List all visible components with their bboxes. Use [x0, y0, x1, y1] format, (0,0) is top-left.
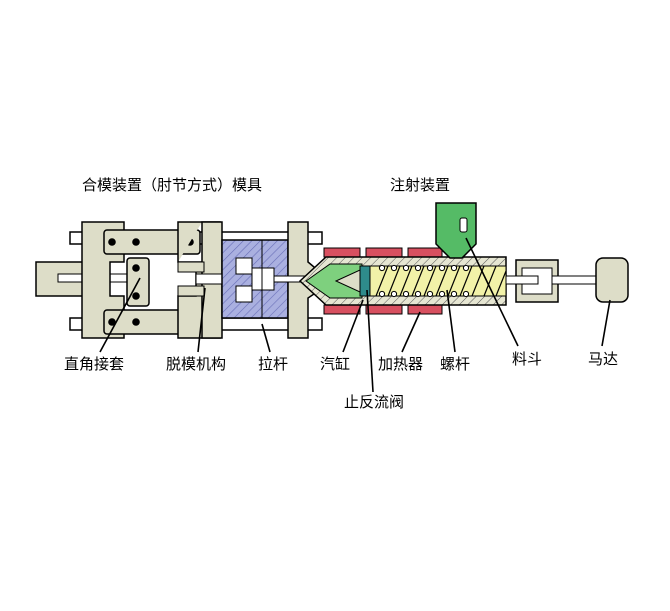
leader-lines [99, 237, 611, 393]
motor-shaft [551, 275, 599, 285]
heater-band [365, 247, 403, 258]
label-motor: 马达 [588, 350, 618, 368]
injection-unit [298, 202, 629, 315]
screw-flight-dots [378, 264, 470, 298]
label-injection-unit: 注射装置 [390, 176, 450, 194]
label-clamping-unit: 合模装置（肘节方式）模具 [82, 176, 262, 194]
moving-platen-left-upper [177, 261, 205, 273]
label-hopper: 料斗 [512, 350, 542, 368]
label-check-valve: 止反流阀 [344, 393, 404, 411]
pin [132, 238, 140, 246]
toggle-link-top [103, 229, 201, 255]
heater-band [323, 247, 361, 258]
check-valve [359, 265, 371, 297]
label-toggle-sleeve: 直角接套 [64, 355, 124, 373]
pin [132, 318, 140, 326]
label-screw: 螺杆 [440, 355, 470, 373]
clamping-unit [35, 221, 323, 339]
label-ejector: 脱模机构 [166, 355, 226, 373]
pin [108, 318, 116, 326]
heater-band [407, 304, 443, 315]
mold-cavity-lower [235, 285, 253, 303]
motor [595, 257, 629, 303]
label-tie-bar: 拉杆 [258, 355, 288, 373]
moving-platen-left-lower [177, 285, 205, 297]
heater-band [407, 247, 443, 258]
pin [108, 238, 116, 246]
hopper [435, 202, 477, 259]
hopper-window [459, 217, 468, 233]
mold-core [251, 267, 275, 291]
label-heater: 加热器 [378, 355, 423, 373]
heater-band [323, 304, 361, 315]
drive-shaft [505, 275, 539, 285]
heater-band [365, 304, 403, 315]
label-cylinder: 汽缸 [320, 355, 350, 373]
screw-flights [375, 265, 507, 297]
pin [132, 292, 140, 300]
mold-cavity-upper [235, 257, 253, 275]
pin [132, 264, 140, 272]
